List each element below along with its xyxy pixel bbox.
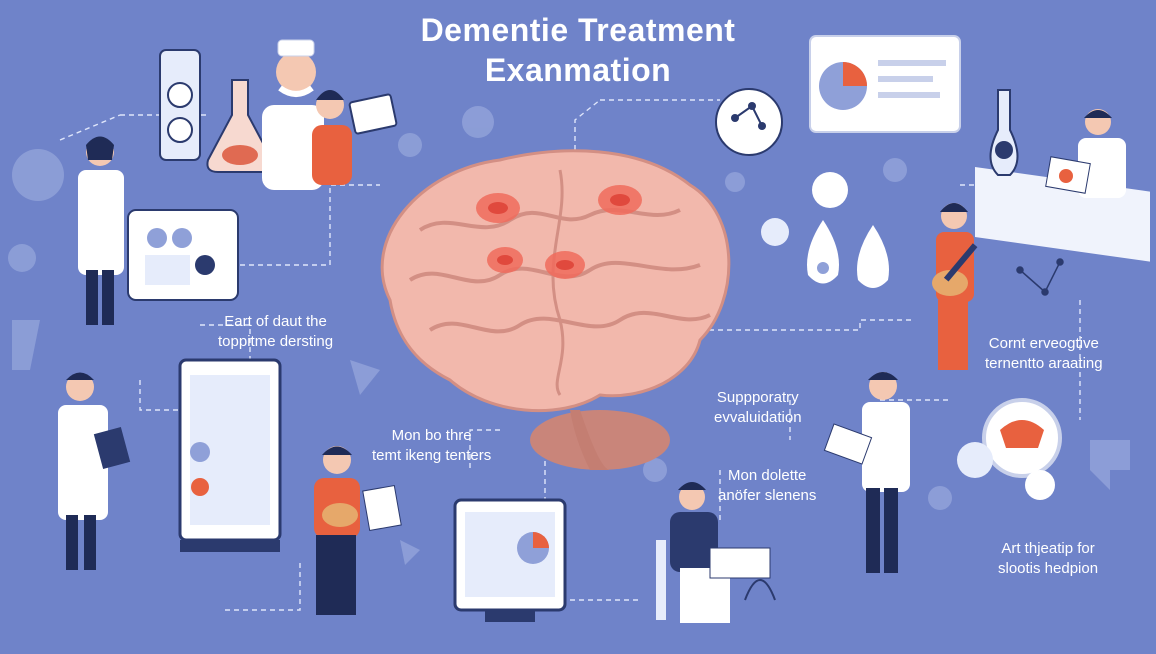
person-outline-icon <box>883 158 907 182</box>
title-line-1: Dementie Treatment <box>420 12 736 48</box>
person-at-desk-icon <box>656 482 776 623</box>
label-lower-center-line2: anöfer slenens <box>718 487 817 504</box>
label-right-lower: Art thjeatip for slootis hedpion <box>998 539 1098 579</box>
label-right-upper: Cornt erveogtive ternentto araating <box>985 334 1103 374</box>
doctor-icon <box>78 136 124 325</box>
molecule-icon <box>643 458 667 482</box>
brain-lesions <box>476 185 642 279</box>
label-right-upper-line1: Cornt erveogtive <box>988 335 1099 352</box>
pencil-icon <box>12 320 40 370</box>
virus-icon <box>12 149 64 201</box>
background-icons <box>8 106 1130 565</box>
label-right-upper-line2: ternentto araating <box>985 355 1103 372</box>
label-lower-center: Mon dolette anöfer slenens <box>718 466 816 506</box>
elderly-doctor-icon <box>262 39 324 190</box>
label-lower-center-line1: Mon dolette <box>728 467 807 484</box>
network-icon <box>1016 258 1064 296</box>
label-left-upper-line2: toppitme dersting <box>218 333 334 350</box>
label-center-right-line1: Suppporatry <box>716 389 799 406</box>
label-center-left: Mon bo thre temt ikeng tenters <box>372 426 491 466</box>
title-line-2: Exanmation <box>484 52 672 88</box>
analytics-monitor-icon <box>453 498 567 622</box>
scientist-icon <box>975 89 1150 262</box>
label-left-upper-line1: Eart of daut the <box>224 313 327 330</box>
link-icon <box>398 133 422 157</box>
label-center-left-line2: temt ikeng tenters <box>372 447 492 464</box>
monitor-icon <box>178 358 282 552</box>
gear-icon <box>462 106 494 138</box>
ring-icon <box>725 172 745 192</box>
dot-icon <box>928 486 952 510</box>
label-center-right: Suppporatry evvaluidation <box>714 388 802 428</box>
label-right-lower-line1: Art thjeatip for <box>1001 540 1095 557</box>
water-drop-icon <box>807 220 839 284</box>
chart-board-icon <box>127 209 239 301</box>
label-left-upper: Eart of daut the toppitme dersting <box>218 312 333 352</box>
brain-scan-icon <box>957 398 1062 500</box>
child-icon <box>312 90 352 185</box>
test-tube-icon <box>159 49 201 161</box>
puzzle-icon <box>400 540 420 565</box>
arrow-icon <box>350 360 380 395</box>
clipboard-icon <box>348 93 398 135</box>
label-right-lower-line2: slootis hedpion <box>998 560 1099 577</box>
cell-icon <box>8 244 36 272</box>
molecule-icon <box>715 88 783 156</box>
label-center-left-line1: Mon bo thre <box>391 427 472 444</box>
guitar-icon <box>932 203 978 370</box>
dollar-drop-icon <box>857 225 889 288</box>
share-icon <box>1090 440 1130 490</box>
woman-tablet-icon <box>314 446 402 615</box>
doctor-clipboard-icon <box>823 372 910 573</box>
at-drop-icon <box>761 172 848 246</box>
brain-icon <box>380 149 731 470</box>
pie-chart-icon <box>809 35 961 133</box>
label-center-right-line2: evvaluidation <box>714 409 802 426</box>
doctor-tablet-icon <box>58 372 131 570</box>
